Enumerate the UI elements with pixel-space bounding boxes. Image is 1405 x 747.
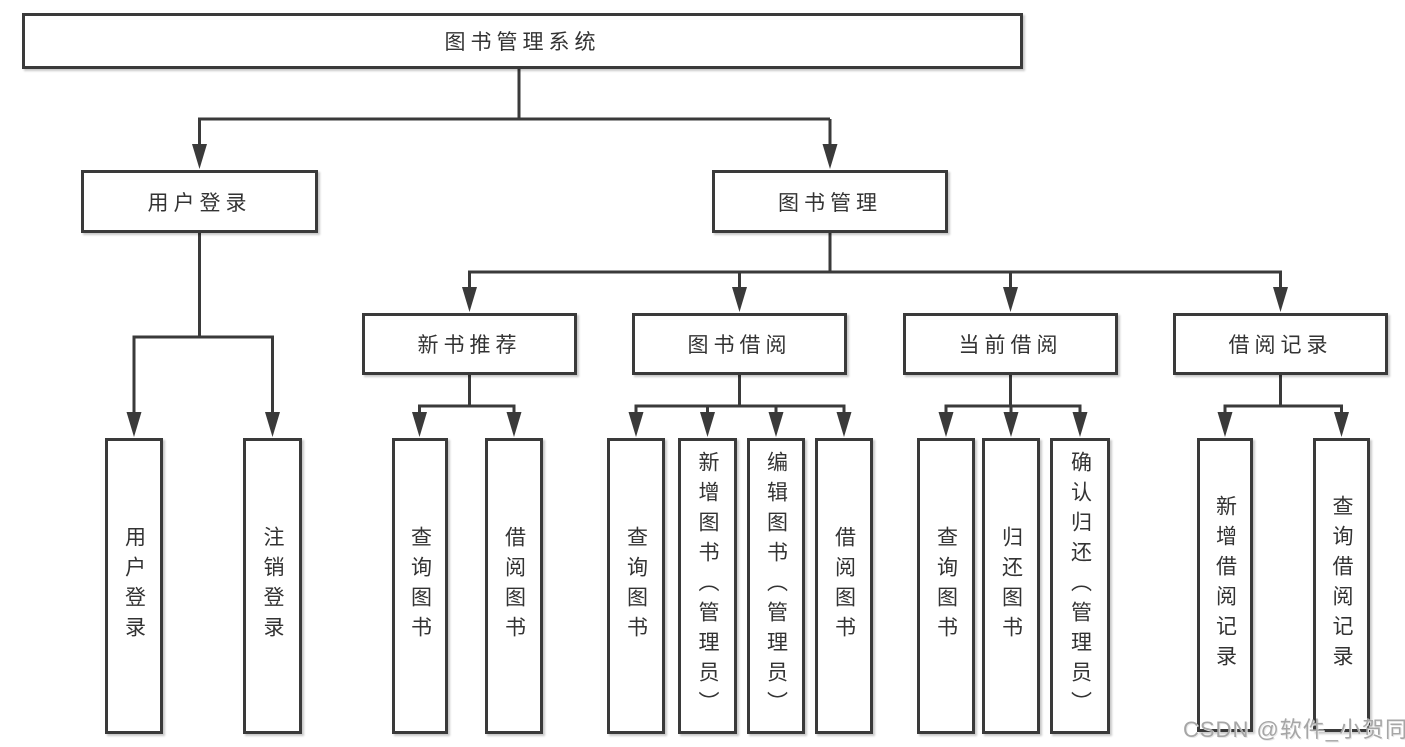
node-new-book-recommendation: 新书推荐 [362,313,577,375]
leaf-query-books-recommend: 查询图书 [392,438,448,734]
watermark-csdn: CSDN @软件_小贺同学 [1183,717,1405,742]
node-borrowing-records: 借阅记录 [1173,313,1388,375]
leaf-edit-book-admin: 编辑图书（管理员） [747,438,805,734]
leaf-add-borrow-record: 新增借阅记录 [1197,438,1253,732]
leaf-user-login: 用户登录 [105,438,163,734]
arrowheads [126,144,1349,437]
node-current-borrowing: 当前借阅 [903,313,1118,375]
node-book-management: 图书管理 [712,170,948,233]
node-user-login: 用户登录 [81,170,318,233]
node-book-borrowing: 图书借阅 [632,313,847,375]
leaf-return-books: 归还图书 [982,438,1040,734]
leaf-query-books-borrow: 查询图书 [607,438,665,734]
leaf-logout: 注销登录 [243,438,302,734]
leaf-confirm-return-admin: 确认归还（管理员） [1050,438,1110,734]
leaf-add-book-admin: 新增图书（管理员） [678,438,737,734]
node-library-management-system: 图书管理系统 [22,13,1023,69]
leaf-borrow-books: 借阅图书 [815,438,873,734]
leaf-query-borrow-record: 查询借阅记录 [1313,438,1370,732]
leaf-borrow-books-recommend: 借阅图书 [485,438,543,734]
leaf-query-books-current: 查询图书 [917,438,975,734]
